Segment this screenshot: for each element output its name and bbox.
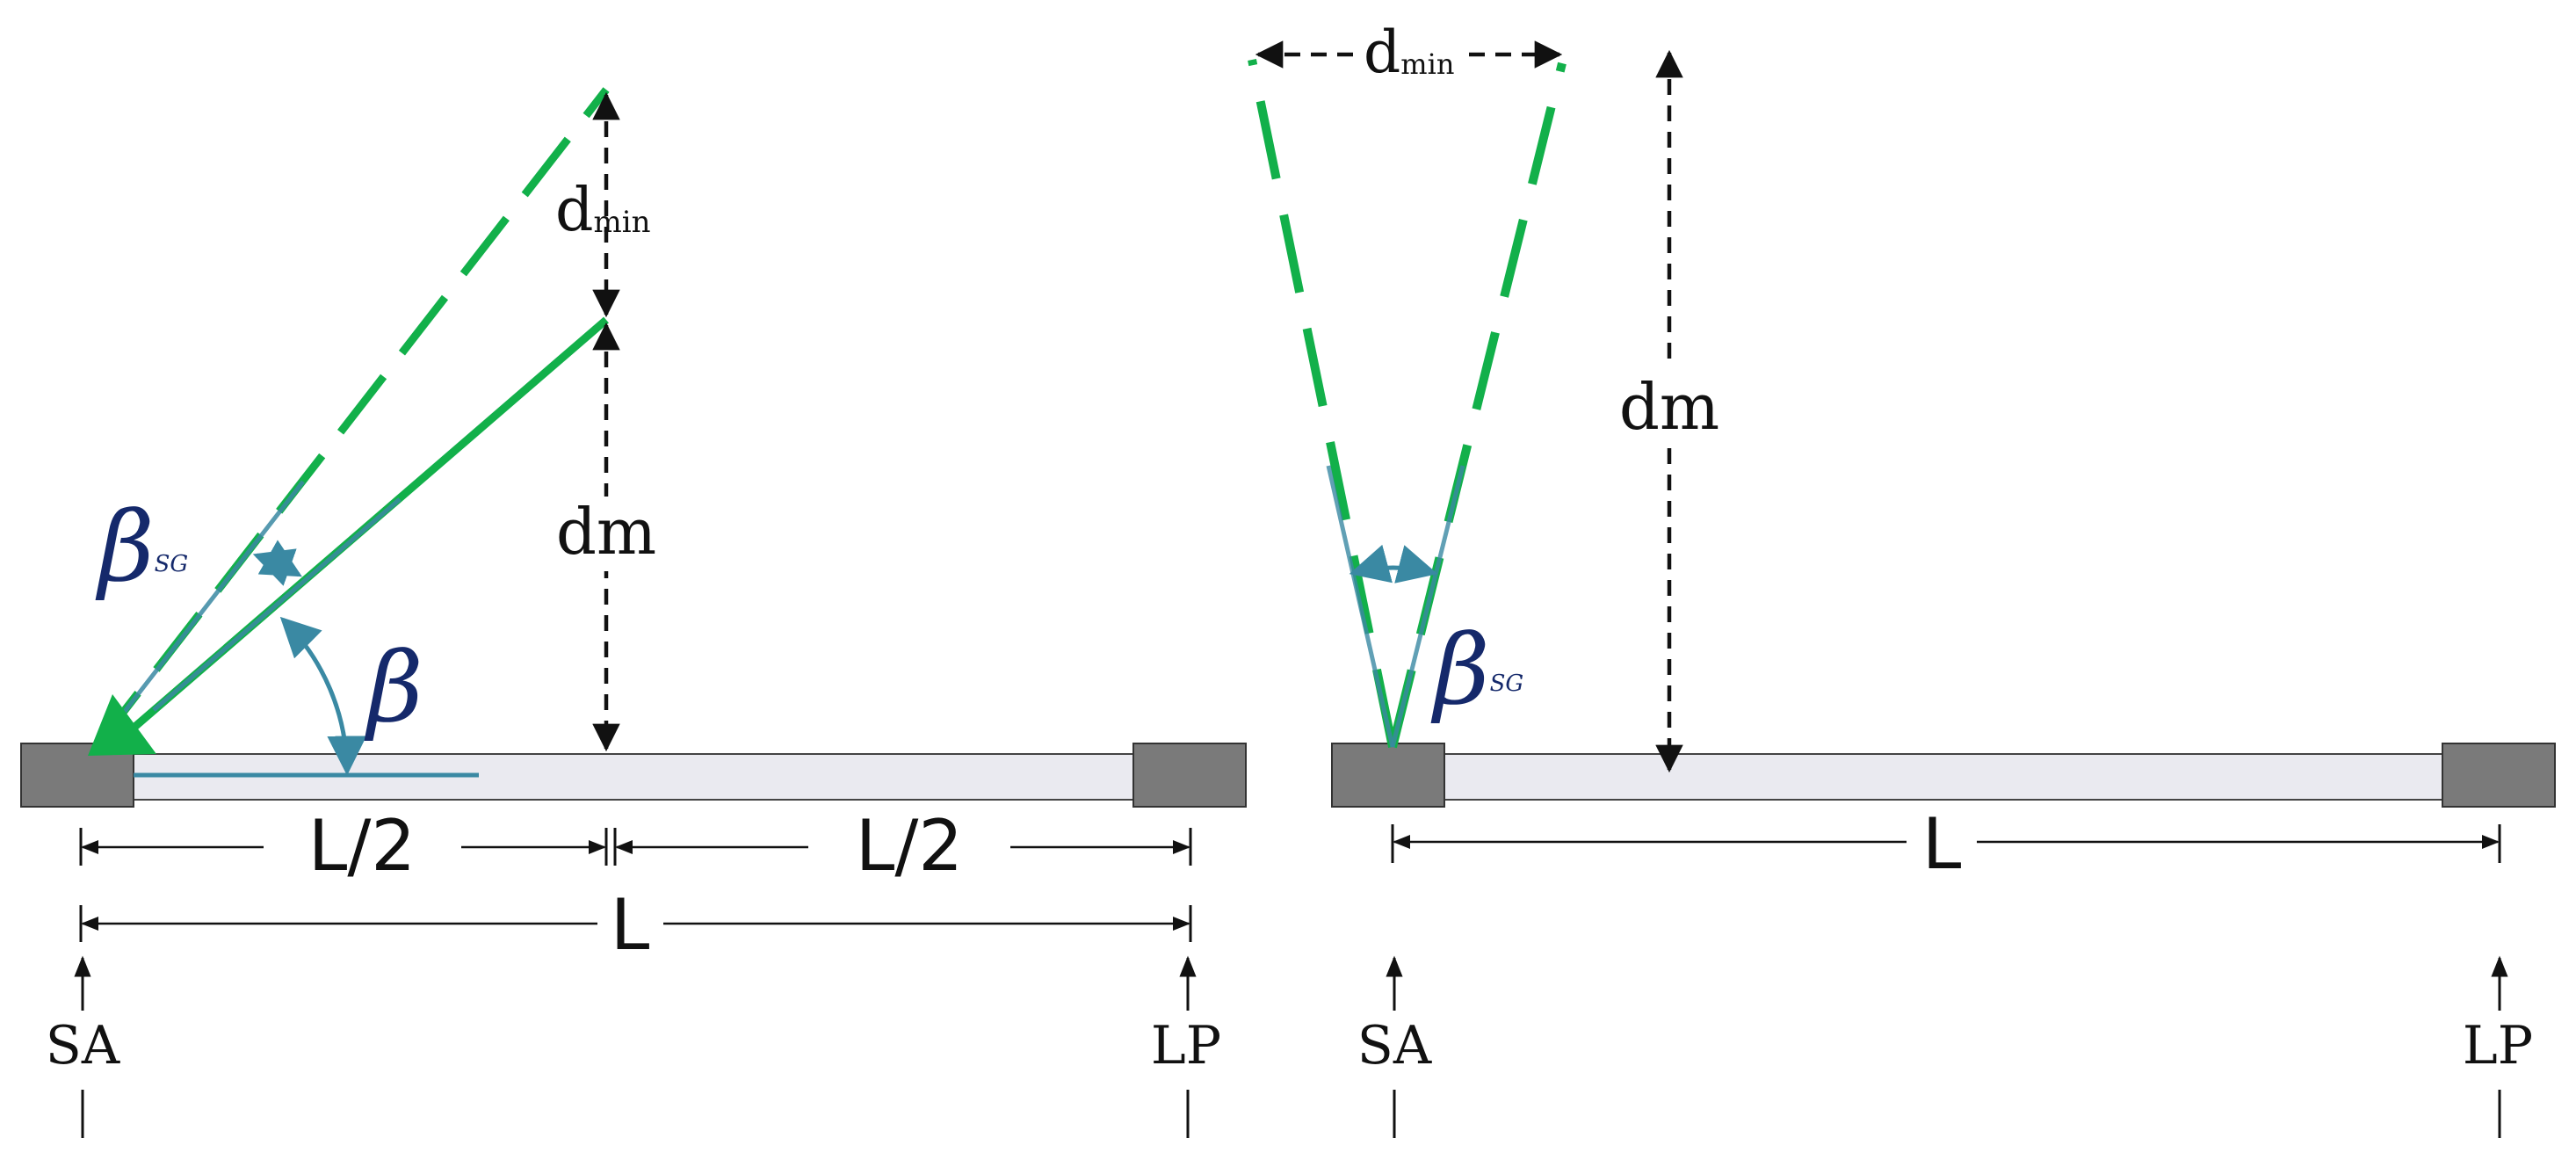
left-beta-angle-arc [279,616,367,776]
left-half-right-label: L/2 [856,805,963,887]
right-beta-sg-label: βSG [1430,613,1523,726]
right-sightline-right-overlay [1390,465,1465,748]
right-lp-label: LP [2463,1015,2533,1077]
left-panel: dmin dm βSG β L/2 L/2 L SA LP [20,87,1247,1138]
left-beta-sg-angle-arc [252,540,302,586]
right-dm-label: dm [1619,370,1719,444]
right-beam [1442,753,2445,801]
left-source-arrowhead [88,694,156,756]
left-dmin-label: dmin [555,176,651,245]
right-support-lp-block [2442,743,2556,808]
left-sa-label: SA [46,1015,120,1077]
left-beta-sg-label: βSG [95,490,188,603]
left-dm-label: dm [556,495,656,569]
right-sightline-left [1248,58,1397,749]
left-support-lp-block [1132,743,1247,808]
left-lp-label: LP [1151,1015,1221,1077]
right-sa-label: SA [1357,1015,1432,1077]
left-half-left-label: L/2 [308,805,416,887]
left-sightline-dm-overlay [152,497,402,712]
right-length-label: L [1922,803,1962,885]
right-beta-sg-angle-arc [1349,544,1438,584]
left-sightline-dmin-overlay [121,480,305,715]
right-sightline-left-overlay [1326,465,1395,748]
left-beta-label: β [364,631,423,743]
right-panel: dmin dm βSG L SA LP [1248,18,2556,1138]
left-length-label: L [611,884,650,966]
right-support-sa-block [1331,743,1445,808]
right-dmin-label: dmin [1364,18,1454,86]
